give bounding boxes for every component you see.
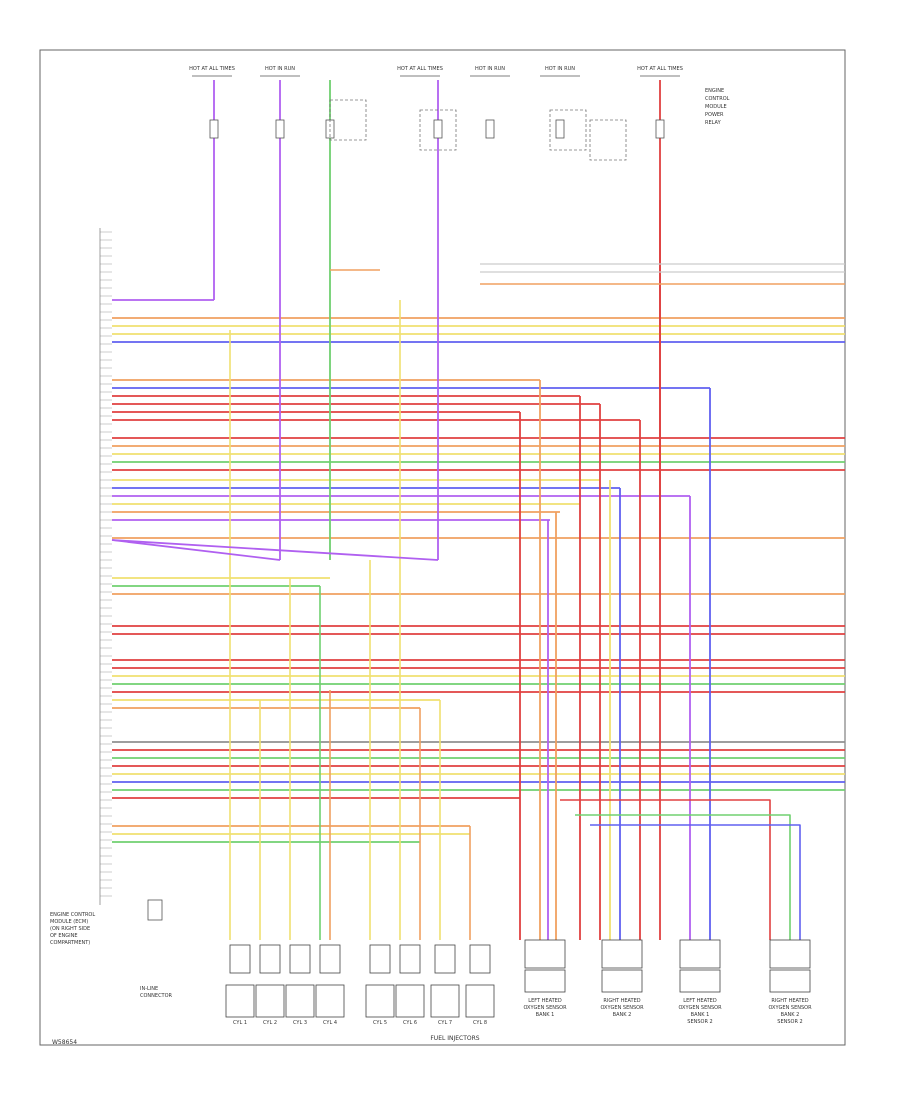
top-power-label: HOT AT ALL TIMES <box>397 66 443 72</box>
inline-connector-label: CONNECTOR <box>140 993 173 999</box>
fuel-injector-icon <box>225 984 255 1018</box>
oxygen-sensor-label: RIGHT HEATED <box>603 998 640 1004</box>
injector-connector-icon <box>369 944 391 974</box>
inline-connector-label: IN-LINE <box>140 986 158 992</box>
sensor-connector-icon <box>601 939 643 969</box>
oxygen-sensor-label: BANK 1 <box>691 1012 710 1018</box>
fuel-injector-icon <box>315 984 345 1018</box>
relay-panel-label: CONTROL <box>705 96 730 102</box>
oxygen-sensor-label: BANK 1 <box>536 1012 555 1018</box>
power-feed-wire <box>111 539 439 561</box>
sensor-bus-wire <box>560 799 771 940</box>
fuse-icon <box>433 119 443 139</box>
oxygen-sensor-label: SENSOR 2 <box>777 1019 802 1025</box>
power-feed-wire <box>111 539 281 561</box>
ecm-label: OF ENGINE <box>50 933 78 939</box>
sensor-bus-wire <box>575 814 791 940</box>
fuse-icon <box>655 119 665 139</box>
injector-connector-icon <box>259 944 281 974</box>
oxygen-sensor-label: OXYGEN SENSOR <box>768 1005 812 1011</box>
top-power-label: HOT AT ALL TIMES <box>189 66 235 72</box>
oxygen-sensor-label: LEFT HEATED <box>683 998 717 1004</box>
sensor-connector-icon <box>769 939 811 969</box>
injector-connector-icon <box>399 944 421 974</box>
relay-icon <box>419 109 457 151</box>
injector-connector-icon <box>289 944 311 974</box>
oxygen-sensor-icon <box>601 969 643 993</box>
relay-panel-label: MODULE <box>705 104 727 110</box>
oxygen-sensor-label: OXYGEN SENSOR <box>523 1005 567 1011</box>
injector-label: CYL 8 <box>473 1020 487 1026</box>
fuel-injector-icon <box>285 984 315 1018</box>
top-power-label: HOT IN RUN <box>475 66 505 72</box>
fuel-injector-icon <box>465 984 495 1018</box>
injector-connector-icon <box>469 944 491 974</box>
component-group: HOT AT ALL TIMES HOT IN RUN HOT AT ALL TIM… <box>50 66 812 1026</box>
diagram-frame <box>39 49 846 1046</box>
oxygen-sensor-label: OXYGEN SENSOR <box>678 1005 722 1011</box>
oxygen-sensor-label: BANK 2 <box>781 1012 800 1018</box>
injector-label: CYL 3 <box>293 1020 307 1026</box>
sensor-bus-wire <box>590 824 801 940</box>
relay-panel-label: POWER <box>705 112 724 118</box>
ecm-label: MODULE (ECM) <box>50 919 88 925</box>
fuel-injector-icon <box>255 984 285 1018</box>
relay-icon <box>329 99 367 141</box>
oxygen-sensor-label: LEFT HEATED <box>528 998 562 1004</box>
ecm-label: ENGINE CONTROL <box>50 912 95 918</box>
injector-label: CYL 4 <box>323 1020 337 1026</box>
fuel-injector-icon <box>430 984 460 1018</box>
oxygen-sensor-icon <box>679 969 721 993</box>
wire-group <box>111 80 845 940</box>
relay-panel-label: RELAY <box>705 120 722 126</box>
injector-connector-icon <box>434 944 456 974</box>
fuse-icon <box>555 119 565 139</box>
injector-connector-icon <box>319 944 341 974</box>
fuel-injector-icon <box>365 984 395 1018</box>
injector-label: CYL 6 <box>403 1020 417 1026</box>
top-power-label: HOT IN RUN <box>545 66 575 72</box>
fuel-injector-icon <box>395 984 425 1018</box>
fuse-icon <box>275 119 285 139</box>
injector-connector-icon <box>229 944 251 974</box>
injector-label: CYL 1 <box>233 1020 247 1026</box>
oxygen-sensor-icon <box>524 969 566 993</box>
sensor-connector-icon <box>679 939 721 969</box>
relay-icon <box>589 119 627 161</box>
fuse-icon <box>485 119 495 139</box>
relay-panel-label: ENGINE <box>705 88 724 94</box>
ecm-label: (ON RIGHT SIDE <box>50 926 90 932</box>
fuse-icon <box>209 119 219 139</box>
oxygen-sensor-label: SENSOR 2 <box>687 1019 712 1025</box>
inline-connector-icon <box>147 899 163 921</box>
injector-label: CYL 7 <box>438 1020 452 1026</box>
injector-label: CYL 2 <box>263 1020 277 1026</box>
ecm-label: COMPARTMENT) <box>50 940 90 946</box>
oxygen-sensor-label: RIGHT HEATED <box>771 998 808 1004</box>
oxygen-sensor-label: OXYGEN SENSOR <box>600 1005 644 1011</box>
bottom-caption: FUEL INJECTORS <box>430 1035 479 1042</box>
figure-code: W58654 <box>52 1039 77 1046</box>
top-power-label: HOT IN RUN <box>265 66 295 72</box>
top-power-label: HOT AT ALL TIMES <box>637 66 683 72</box>
relay-icon <box>549 109 587 151</box>
sensor-connector-icon <box>524 939 566 969</box>
oxygen-sensor-icon <box>769 969 811 993</box>
oxygen-sensor-label: BANK 2 <box>613 1012 632 1018</box>
injector-label: CYL 5 <box>373 1020 387 1026</box>
